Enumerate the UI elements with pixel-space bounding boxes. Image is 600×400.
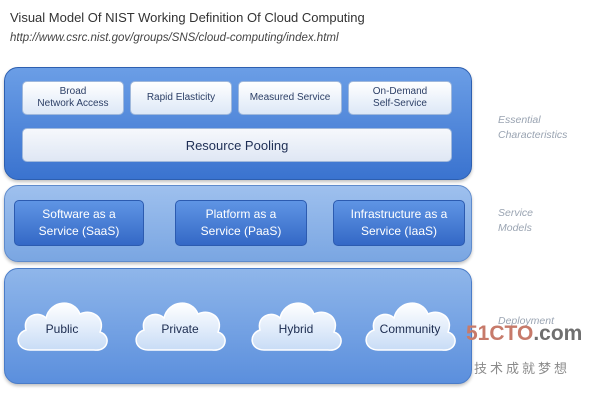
public-cloud: Public [12,290,112,360]
broad-network-access-label: Broad Network Access [37,86,109,109]
iaas-box: Infrastructure as a Service (IaaS) [333,200,465,246]
rapid-elasticity-box: Rapid Elasticity [130,81,232,115]
watermark-main-text: 51CTO [466,322,534,345]
watermark-dot-text: .com [533,322,583,345]
public-label: Public [45,322,79,336]
cloud-icon [17,302,108,351]
measured-service-box: Measured Service [238,81,342,115]
resource-pooling-label: Resource Pooling [185,137,289,153]
service-models-side-label: Service Models [498,207,534,234]
watermark-logo: 51CTO.com [466,322,582,346]
measured-service-label: Measured Service [249,92,331,103]
cloud-icon [251,302,342,351]
cloud-icon [135,302,226,351]
on-demand-self-service-label: On-Demand Self-Service [372,86,428,109]
hybrid-cloud: Hybrid [246,290,346,360]
private-cloud: Private [130,290,230,360]
on-demand-self-service-box: On-Demand Self-Service [348,81,452,115]
saas-label: Software as a Service (SaaS) [38,207,120,238]
paas-box: Platform as a Service (PaaS) [175,200,307,246]
cloud-icon [365,302,456,351]
essential-characteristics-side-label: Essential Characteristics [498,114,568,141]
rapid-elasticity-label: Rapid Elasticity [146,92,216,103]
saas-box: Software as a Service (SaaS) [14,200,144,246]
resource-pooling-box: Resource Pooling [22,128,452,162]
source-url: http://www.csrc.nist.gov/groups/SNS/clou… [10,32,339,44]
broad-network-access-box: Broad Network Access [22,81,124,115]
iaas-label: Infrastructure as a Service (IaaS) [350,207,448,238]
private-label: Private [161,322,199,336]
hybrid-label: Hybrid [278,322,314,336]
deployment-side-label: Deployment [498,315,555,327]
community-cloud: Community [360,290,460,360]
community-label: Community [379,322,441,336]
diagram-title: Visual Model Of NIST Working Definition … [10,10,365,25]
paas-label: Platform as a Service (PaaS) [200,207,282,238]
watermark-slogan: 技术成就梦想 [474,361,571,376]
